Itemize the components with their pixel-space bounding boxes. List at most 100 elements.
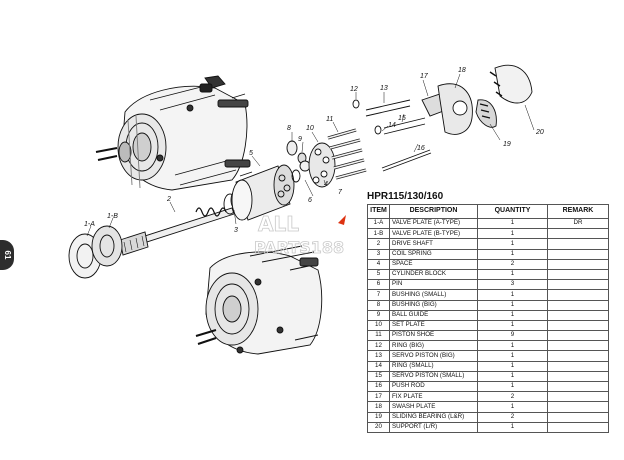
cell-remark: [547, 268, 609, 281]
cell-description: VALVE PLATE (B-TYPE): [389, 228, 478, 240]
cell-quantity: 1: [477, 350, 548, 362]
cell-quantity: 2: [477, 258, 548, 270]
cell-item: 13: [367, 350, 390, 362]
callout-1a: 1-A: [84, 221, 95, 228]
cell-remark: [547, 330, 609, 342]
cell-remark: [547, 289, 609, 301]
cell-description: BUSHING (SMALL): [389, 289, 478, 301]
cell-remark: [547, 350, 609, 362]
cell-quantity: 1: [477, 340, 548, 352]
cell-item: 20: [367, 421, 390, 433]
cell-quantity: 1: [477, 228, 548, 240]
callout-5: 5: [249, 150, 253, 157]
header-remark: REMARK: [547, 204, 609, 219]
cell-remark: [547, 360, 609, 372]
callout-11: 11: [326, 116, 333, 123]
callout-16: 16: [417, 145, 425, 152]
callout-17: 17: [420, 73, 429, 80]
callout-7: 7: [338, 189, 343, 196]
cell-remark: [547, 248, 609, 260]
cell-quantity: 1: [477, 238, 548, 250]
cell-remark: [547, 299, 609, 311]
cell-quantity: 2: [477, 411, 548, 423]
cell-description: CYLINDER BLOCK: [389, 268, 478, 281]
upper-pump-housing: [95, 75, 253, 191]
cell-description: COIL SPRING: [389, 248, 478, 260]
cell-quantity: 1: [477, 319, 548, 332]
cell-quantity: 1: [477, 268, 548, 281]
callout-15: 15: [398, 115, 406, 122]
cell-item: 1-A: [367, 217, 390, 230]
cell-description: PIN: [389, 279, 478, 291]
cell-remark: [547, 370, 609, 383]
cell-remark: [547, 319, 609, 332]
cell-item: 5: [367, 268, 390, 281]
cell-description: BUSHING (BIG): [389, 299, 478, 311]
callout-3: 3: [234, 227, 238, 234]
cell-remark: [547, 340, 609, 352]
callout-labels: 1-A 1-B 2 3 4 5 6 7 8 9 10 11 12 13 14 1…: [84, 67, 544, 234]
piston-shoes: [327, 128, 367, 180]
cell-item: 19: [367, 411, 390, 423]
cell-quantity: 3: [477, 279, 548, 291]
cell-remark: [547, 421, 609, 433]
header-description: DESCRIPTION: [389, 204, 478, 219]
cell-quantity: 1: [477, 401, 548, 413]
cell-description: SUPPORT (L/R): [389, 421, 478, 433]
cell-description: SLIDING BEARING (L&R): [389, 411, 478, 423]
cell-description: SET PLATE: [389, 319, 478, 332]
cell-description: SWASH PLATE: [389, 401, 478, 413]
cell-item: 4: [367, 258, 390, 270]
cell-description: DRIVE SHAFT: [389, 238, 478, 250]
callout-6: 6: [308, 197, 312, 204]
cell-quantity: 9: [477, 330, 548, 342]
cell-quantity: 1: [477, 289, 548, 301]
cell-item: 17: [367, 391, 390, 403]
callout-8: 8: [287, 125, 291, 132]
cell-item: 1-B: [367, 228, 390, 240]
callout-9: 9: [298, 136, 302, 143]
cell-remark: [547, 309, 609, 321]
parts-list: HPR115/130/160 ITEM DESCRIPTION QUANTITY…: [367, 190, 609, 433]
valve-plates: [68, 225, 123, 279]
table-title: HPR115/130/160: [367, 191, 444, 202]
cell-remark: [547, 411, 609, 423]
callout-13: 13: [380, 85, 388, 92]
callout-2: 2: [166, 196, 171, 203]
header-quantity: QUANTITY: [477, 204, 548, 219]
cell-description: SPACE: [389, 258, 478, 270]
cell-description: BALL GUIDE: [389, 309, 478, 321]
cell-item: 6: [367, 279, 390, 291]
drive-shaft: [119, 207, 235, 256]
cell-remark: [547, 380, 609, 393]
cell-description: FIX PLATE: [389, 391, 478, 403]
cell-quantity: 1: [477, 370, 548, 383]
cell-description: SERVO PISTON (BIG): [389, 350, 478, 362]
cell-quantity: 1: [477, 309, 548, 321]
swash-plate-assembly: [421, 64, 533, 135]
callout-1b: 1-B: [107, 213, 118, 220]
callout-leaders: [86, 73, 535, 237]
cell-description: VALVE PLATE (A-TYPE): [389, 217, 478, 230]
cell-description: SERVO PISTON (SMALL): [389, 370, 478, 383]
